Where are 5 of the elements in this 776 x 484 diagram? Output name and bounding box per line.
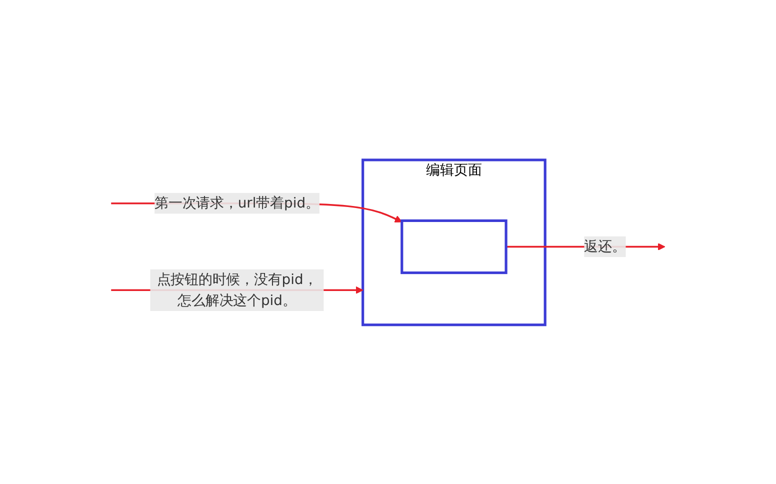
edge-label: 第一次请求，url带着pid。 (154, 194, 320, 211)
node-box (400, 219, 508, 274)
edge-label: 返还。 (584, 238, 626, 254)
edge-label: 点按钮的时候，没有pid，怎么解决这个pid。 (156, 270, 318, 308)
cluster: 编辑页面 (362, 158, 546, 326)
